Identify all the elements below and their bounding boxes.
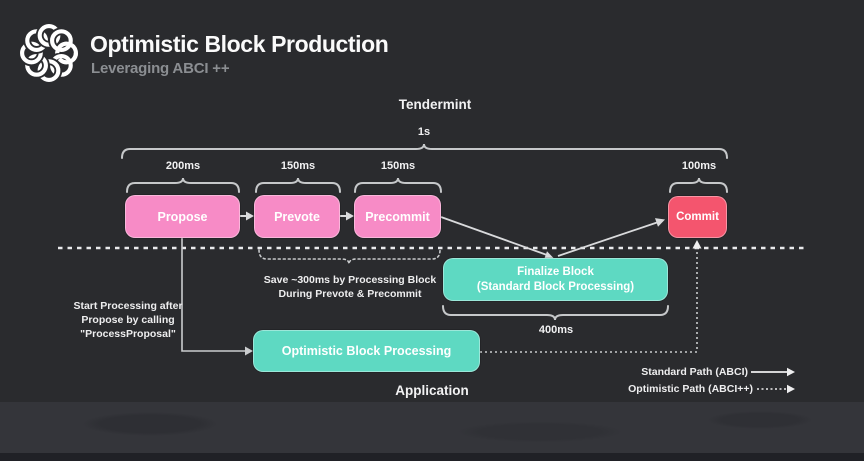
precommit-duration-label: 150ms [380, 160, 416, 172]
process-proposal-arrow [181, 238, 253, 356]
knot-logo-icon [19, 23, 79, 83]
finalize-block: Finalize Block (Standard Block Processin… [443, 258, 668, 301]
prevote-duration-label: 150ms [280, 160, 316, 172]
precommit-block: Precommit [354, 195, 441, 238]
bottom-edge-strip [0, 453, 864, 461]
prevote-label: Prevote [274, 209, 320, 224]
commit-duration-label: 100ms [681, 160, 717, 172]
commit-block: Commit [668, 196, 727, 238]
bottom-reflection-band [0, 402, 864, 453]
timeline-braces [121, 143, 728, 321]
propose-duration-label: 200ms [165, 160, 201, 172]
optimistic-path-arrow [480, 240, 702, 353]
legend-standard-path: Standard Path (ABCI) [641, 366, 748, 378]
start-processing-note-line3: "ProcessProposal" [80, 327, 176, 340]
finalize-label-line1: Finalize Block [517, 265, 594, 278]
page-subtitle: Leveraging ABCI ++ [91, 60, 230, 77]
total-duration-label: 1s [417, 126, 431, 138]
standard-path-arrows [240, 211, 665, 260]
start-processing-note-line1: Start Processing after [73, 300, 183, 312]
propose-block: Propose [125, 195, 240, 238]
save-time-note-line2: During Prevote & Precommit [278, 287, 422, 300]
start-processing-note-line2: Propose by calling [81, 313, 175, 326]
precommit-label: Precommit [365, 209, 430, 224]
start-processing-note: Start Processing after Propose by callin… [73, 300, 182, 342]
finalize-duration-label: 400ms [538, 324, 574, 336]
optimistic-label: Optimistic Block Processing [281, 344, 452, 358]
save-time-note: Save ~300ms by Processing Block During P… [264, 274, 436, 302]
tendermint-section-label: Tendermint [398, 97, 472, 112]
propose-label: Propose [157, 209, 208, 224]
optimistic-processing-block: Optimistic Block Processing [253, 330, 480, 372]
legend-optimistic-path: Optimistic Path (ABCI++) [628, 383, 753, 395]
legend-arrows [751, 367, 795, 394]
save-time-note-line1: Save ~300ms by Processing Block [263, 274, 437, 286]
prevote-block: Prevote [254, 195, 340, 238]
application-section-label: Application [395, 383, 469, 398]
finalize-label-line2: (Standard Block Processing) [476, 280, 635, 293]
commit-label: Commit [676, 211, 719, 223]
page-title: Optimistic Block Production [90, 31, 389, 57]
